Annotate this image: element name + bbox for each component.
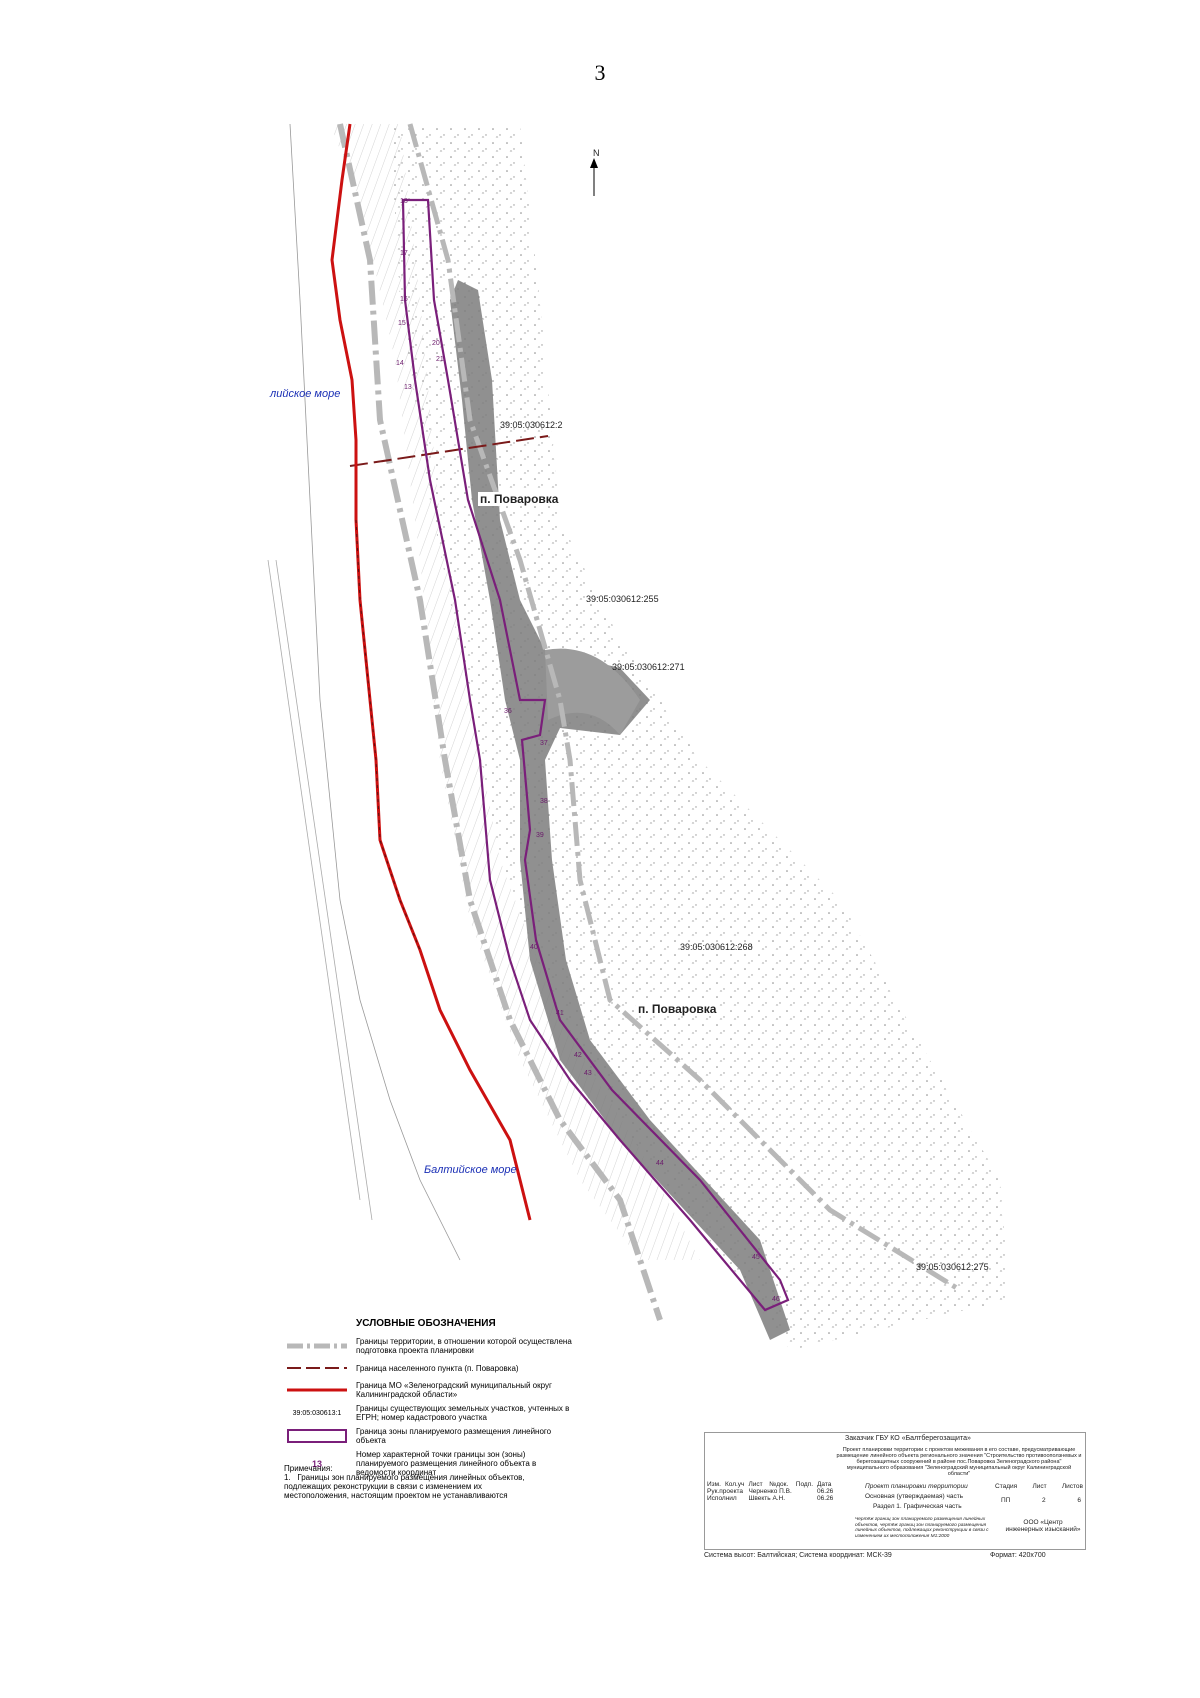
stamp-project-title: Проект планировки территории с проектом … — [836, 1447, 1082, 1477]
stamp-name: Швекть А.Н. — [748, 1495, 786, 1502]
footer-coordinate-system: Система высот: Балтийская; Система коорд… — [704, 1552, 892, 1559]
note-text: Границы зон планируемого размещения лине… — [284, 1473, 525, 1500]
point-number: 39 — [536, 832, 544, 839]
legend-item: 39:05:030613:1 Границы существующих земе… — [284, 1404, 574, 1422]
zone-boundary — [401, 198, 790, 1312]
road-fill — [450, 280, 790, 1340]
stamp-org: ООО «Центр инженерных изысканий» — [1005, 1519, 1081, 1533]
stamp-header: №док. — [769, 1481, 789, 1488]
point-number: 16 — [400, 296, 408, 303]
sea-label-bottom: Балтийское море — [424, 1164, 517, 1176]
stamp-name: Черненко П.В. — [748, 1488, 792, 1495]
legend-item: 13 Номер характерной точки границы зон (… — [284, 1450, 574, 1477]
stamp-row: Рук.проекта Черненко П.В. 06.26 — [705, 1488, 835, 1495]
municipal-boundary — [330, 123, 532, 1221]
legend-title: УСЛОВНЫЕ ОБОЗНАЧЕНИЯ — [356, 1318, 496, 1329]
legend-item-text: Граница населенного пункта (п. Поваровка… — [356, 1363, 519, 1373]
legend-item-text: Граница зоны планируемого размещения лин… — [356, 1427, 552, 1445]
stamp-header-row: Изм. Кол.уч Лист №док. Подп. Дата — [705, 1481, 835, 1488]
stamp-header: Подп. — [795, 1481, 814, 1488]
cadastral-label: 39:05:030612:268 — [680, 942, 753, 952]
stage-value: ПП — [1001, 1497, 1011, 1504]
title-block: Заказчик ГБУ КО «Балтберегозащита» Проек… — [704, 1432, 1086, 1550]
cadastral-label: 39:05:030612:255 — [586, 594, 659, 604]
coast-edge-1 — [267, 559, 361, 1201]
point-number: 15 — [398, 320, 406, 327]
cadastral-label: 39:05:030612:271 — [612, 662, 685, 672]
stamp-date: 06.26 — [817, 1488, 834, 1495]
cadastral-sample: 39:05:030613:1 — [292, 1409, 342, 1417]
point-number: 18 — [400, 198, 408, 205]
point-number: 14 — [396, 360, 404, 367]
stamp-role: Исполнил — [707, 1495, 737, 1502]
municipal-boundary-dark — [355, 519, 421, 951]
legend-item-text: Граница МО «Зеленоградский муниципальный… — [356, 1381, 552, 1399]
north-label: N — [593, 148, 600, 158]
point-number: 43 — [584, 1070, 592, 1077]
notes: Примечания: 1. Границы зон планируемого … — [284, 1464, 544, 1500]
legend-item: Границы территории, в отношении которой … — [284, 1337, 574, 1355]
coast-edge-2 — [275, 559, 373, 1221]
point-number: 41 — [556, 1010, 564, 1017]
legend-item: Граница МО «Зеленоградский муниципальный… — [284, 1381, 574, 1399]
cadastral-label: 39:05:030612:275 — [916, 1262, 989, 1272]
stamp-table: Изм. Кол.уч Лист №док. Подп. Дата Рук.пр… — [705, 1481, 835, 1502]
bay-curve — [545, 648, 640, 735]
settlement-label: п. Поваровка — [636, 1002, 719, 1016]
stamp-header: Изм. — [707, 1481, 721, 1488]
stamp-row: Исполнил Швекть А.Н. 06.26 — [705, 1495, 835, 1502]
point-number: 17 — [400, 250, 408, 257]
sheet-header: Лист — [1032, 1483, 1047, 1490]
page-number: 3 — [594, 60, 606, 85]
point-number: 36 — [504, 708, 512, 715]
planning-boundary-east — [407, 123, 962, 1293]
beach-area — [330, 124, 700, 1260]
stamp-header: Дата — [817, 1481, 832, 1488]
stamp-header: Кол.уч — [724, 1481, 745, 1488]
sea-label-top: лийское море — [270, 388, 341, 400]
point-number: 38 — [540, 798, 548, 805]
terrain-area — [390, 124, 1010, 1350]
stamp-doc-line3: Раздел 1. Графическая часть — [873, 1503, 962, 1510]
legend-item-text: Границы существующих земельных участков,… — [356, 1404, 570, 1422]
point-number: 21 — [436, 356, 444, 363]
point-number: 42 — [574, 1052, 582, 1059]
point-number: 40 — [530, 944, 538, 951]
point-number: 13 — [404, 384, 412, 391]
map-legend: УСЛОВНЫЕ ОБОЗНАЧЕНИЯ Границы территории,… — [284, 1318, 574, 1482]
point-number: 37 — [540, 740, 548, 747]
sheets-value: 6 — [1077, 1497, 1081, 1504]
stamp-doc-line2: Основная (утверждаемая) часть — [865, 1493, 964, 1500]
legend-item: Граница зоны планируемого размещения лин… — [284, 1427, 574, 1445]
legend-item: Граница населенного пункта (п. Поваровка… — [284, 1360, 574, 1376]
planning-boundary-west — [337, 123, 663, 1321]
north-arrow-head — [590, 158, 598, 168]
cadastral-label: 39:05:030612:2 — [500, 420, 563, 430]
stamp-header: Лист — [748, 1481, 763, 1488]
sheets-header: Листов — [1061, 1483, 1083, 1490]
point-number-sample: 13 — [311, 1458, 322, 1469]
stamp-customer: Заказчик ГБУ КО «Балтберегозащита» — [845, 1435, 971, 1442]
note-number: 1. — [284, 1473, 291, 1482]
stamp-date: 06.26 — [817, 1495, 834, 1502]
point-number: 44 — [656, 1160, 664, 1167]
stamp-stage-headers: Стадия Лист Листов — [995, 1483, 1083, 1490]
stamp-role: Рук.проекта — [707, 1488, 744, 1495]
point-number: 20 — [432, 340, 440, 347]
stamp-drawing-desc: Чертёж границ зон планируемого размещени… — [855, 1517, 989, 1539]
sheet-value: 2 — [1042, 1497, 1046, 1504]
point-number: 45 — [752, 1254, 760, 1261]
legend-item-text: Номер характерной точки границы зон (зон… — [356, 1450, 537, 1477]
settlement-label: п. Поваровка — [478, 492, 561, 506]
coastline-inner — [289, 123, 461, 1261]
footer-format: Формат: 420x700 — [990, 1552, 1046, 1559]
stamp-stage-values: ПП 2 6 — [1001, 1497, 1081, 1504]
stage-header: Стадия — [995, 1483, 1018, 1490]
stamp-doc-line1: Проект планировки территории — [865, 1483, 968, 1490]
settlement-boundary — [349, 435, 549, 467]
legend-item-text: Границы территории, в отношении которой … — [356, 1337, 572, 1355]
note-title: Примечания: — [284, 1464, 333, 1473]
point-number: 46 — [772, 1296, 780, 1303]
